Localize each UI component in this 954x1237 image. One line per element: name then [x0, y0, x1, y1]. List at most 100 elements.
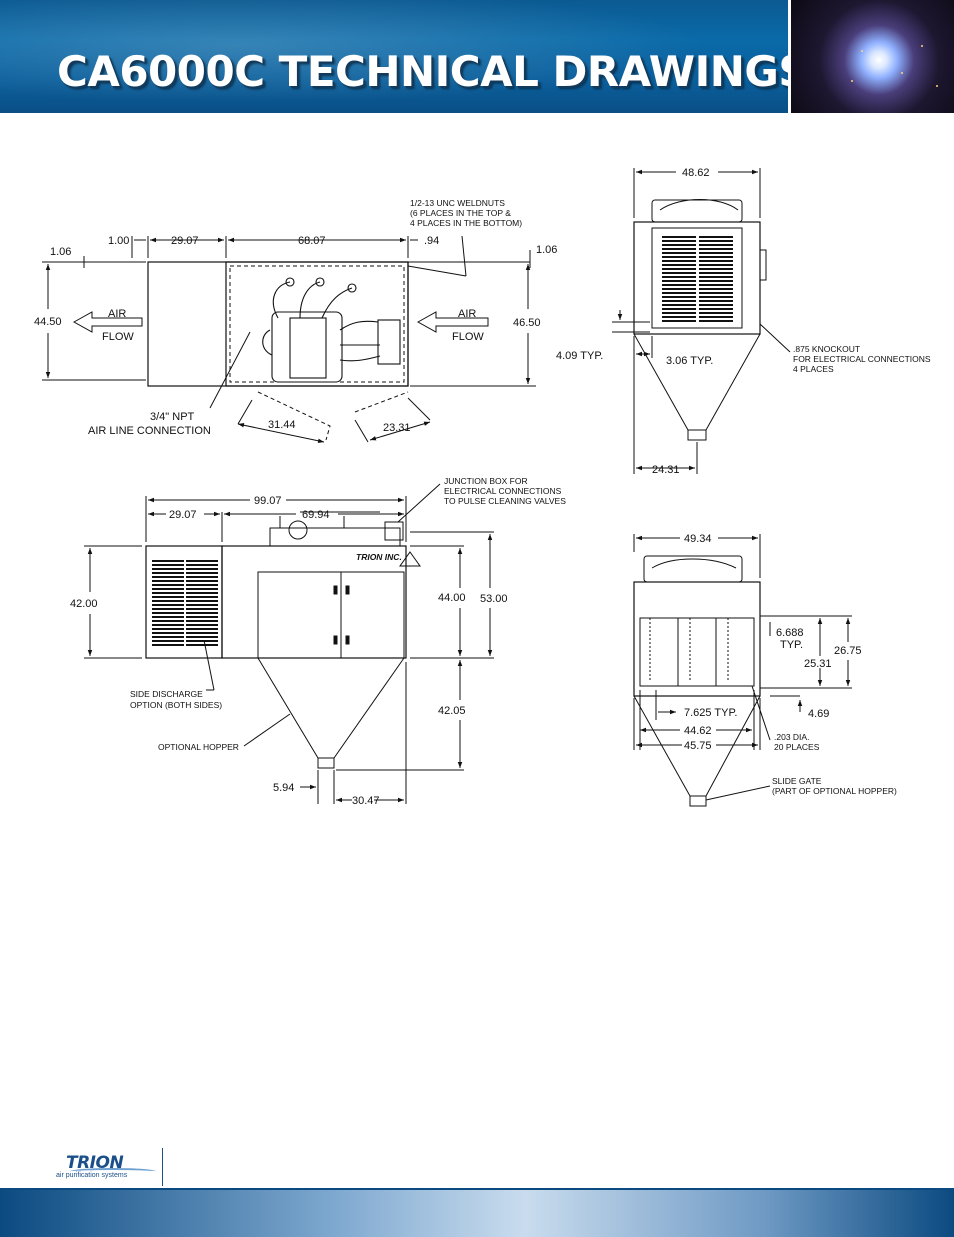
end-view-housing	[633, 221, 761, 335]
end-view-drawing	[612, 168, 791, 474]
airline-note: 3/4" NPT	[150, 411, 195, 423]
dim-label: 24.31	[652, 464, 680, 476]
side-view-collector	[221, 545, 407, 659]
dim-label: 44.50	[34, 316, 62, 328]
top-view-labels: 1.06 1.00 29.07 68.07 .94 1.06 44.50 46.…	[34, 198, 557, 437]
page-footer	[0, 1188, 954, 1237]
knockout-note: FOR ELECTRICAL CONNECTIONS	[793, 354, 931, 364]
side-discharge-louver-b	[186, 558, 218, 646]
airflow-arrow-right	[416, 311, 489, 333]
warning-triangle	[399, 551, 421, 567]
welder-photo	[788, 0, 954, 113]
end-view-manifold	[651, 199, 743, 223]
dim-label: 46.50	[513, 317, 541, 329]
dim-label: TYP.	[780, 639, 803, 651]
airflow-label: AIR	[458, 308, 476, 320]
side-view-labels: 99.07 29.07 69.94 42.00 44.00 53.00 42.0…	[70, 476, 566, 807]
dim-label: 3.06 TYP.	[666, 355, 713, 367]
logo-swoosh	[70, 1168, 156, 1175]
slidegate-note: SLIDE GATE	[772, 776, 822, 786]
nameplate: TRION INC.	[356, 552, 402, 562]
dim-label: 1.06	[536, 244, 557, 256]
spark-dot	[861, 50, 863, 52]
dim-label: 44.62	[684, 725, 712, 737]
knockout-note: 4 PLACES	[793, 364, 834, 374]
dim-label: 42.00	[70, 598, 98, 610]
holes-note: .203 DIA.	[774, 732, 809, 742]
dim-label: 23.31	[383, 422, 411, 434]
front-view-manifold	[643, 555, 743, 583]
dim-label: 25.31	[804, 658, 832, 670]
end-view-slide-gate	[687, 429, 707, 441]
junction-note: TO PULSE CLEANING VALVES	[444, 496, 566, 506]
dim-label: 6.688	[776, 627, 804, 639]
pulse-manifold	[262, 277, 401, 383]
junction-box	[384, 521, 404, 541]
dim-label: 99.07	[254, 495, 282, 507]
footer-divider	[162, 1148, 163, 1186]
dim-label: 44.00	[438, 592, 466, 604]
discharge-note: OPTION (BOTH SIDES)	[130, 700, 222, 710]
hopper-note: OPTIONAL HOPPER	[158, 742, 239, 752]
dim-label: 4.69	[808, 708, 829, 720]
logo-tagline: air purification systems	[56, 1172, 128, 1179]
airflow-label: AIR	[108, 308, 126, 320]
spark-dot	[921, 45, 923, 47]
side-discharge-louver-a	[152, 558, 184, 646]
top-view-housing	[147, 261, 409, 387]
front-view-drawing	[633, 534, 852, 807]
front-view-labels: 49.34 6.688 TYP. 26.75 25.31 4.69 7.625 …	[684, 533, 897, 796]
dim-label: 4.09 TYP.	[556, 350, 603, 362]
discharge-note: SIDE DISCHARGE	[130, 689, 203, 699]
dim-label: 42.05	[438, 705, 466, 717]
end-view-hopper	[633, 333, 761, 431]
weldnut-note: (6 PLACES IN THE TOP &	[410, 208, 511, 218]
trion-logo: TRION air purification systems	[56, 1153, 166, 1187]
side-view-drawing	[84, 483, 494, 804]
dim-label: 1.00	[108, 235, 129, 247]
knockout-note: .875 KNOCKOUT	[793, 344, 860, 354]
front-view-slide-gate	[689, 795, 707, 807]
dim-label: 7.625 TYP.	[684, 707, 737, 719]
dim-label: 5.94	[273, 782, 294, 794]
airflow-label: FLOW	[102, 331, 134, 343]
end-view-filter-frame	[651, 227, 743, 329]
end-view-labels: 48.62 4.09 TYP. 3.06 TYP. 24.31 .875 KNO…	[556, 167, 931, 476]
side-view-manifold	[269, 527, 401, 547]
dim-label: 45.75	[684, 740, 712, 752]
dim-label: .94	[424, 235, 439, 247]
side-view-access-doors	[257, 571, 405, 659]
dim-label: 68.07	[298, 235, 326, 247]
end-view-louver-right	[699, 236, 733, 322]
dim-label: 26.75	[834, 645, 862, 657]
front-view-filter-bank	[639, 617, 755, 687]
dim-label: 29.07	[171, 235, 199, 247]
top-view-inner-outline	[229, 265, 405, 383]
junction-note: ELECTRICAL CONNECTIONS	[444, 486, 562, 496]
weldnut-note: 4 PLACES IN THE BOTTOM)	[410, 218, 522, 228]
side-view-pulse-tank	[288, 520, 308, 540]
header-sheen	[0, 0, 790, 113]
side-view-slide-gate	[317, 757, 335, 769]
slidegate-note: (PART OF OPTIONAL HOPPER)	[772, 786, 897, 796]
page-title: CA6000C TECHNICAL DRAWINGS	[57, 47, 809, 96]
dim-label: 53.00	[480, 593, 508, 605]
technical-drawings: 1.06 1.00 29.07 68.07 .94 1.06 44.50 46.…	[34, 167, 931, 807]
spark-dot	[936, 85, 938, 87]
dim-label: 29.07	[169, 509, 197, 521]
spark-dot	[851, 80, 853, 82]
spark-dot	[901, 72, 903, 74]
dim-label: 69.94	[302, 509, 330, 521]
weldnut-note: 1/2-13 UNC WELDNUTS	[410, 198, 505, 208]
airflow-arrow-left	[72, 311, 143, 333]
airline-note: AIR LINE CONNECTION	[88, 425, 211, 437]
airflow-label: FLOW	[452, 331, 484, 343]
junction-note: JUNCTION BOX FOR	[444, 476, 528, 486]
side-view-hopper	[257, 657, 405, 759]
holes-note: 20 PLACES	[774, 742, 820, 752]
page-header: CA6000C TECHNICAL DRAWINGS	[0, 0, 954, 113]
dim-label: 30.47	[352, 795, 380, 807]
top-view-collector	[225, 261, 409, 387]
front-view-housing	[633, 581, 761, 697]
dim-label: 48.62	[682, 167, 710, 179]
